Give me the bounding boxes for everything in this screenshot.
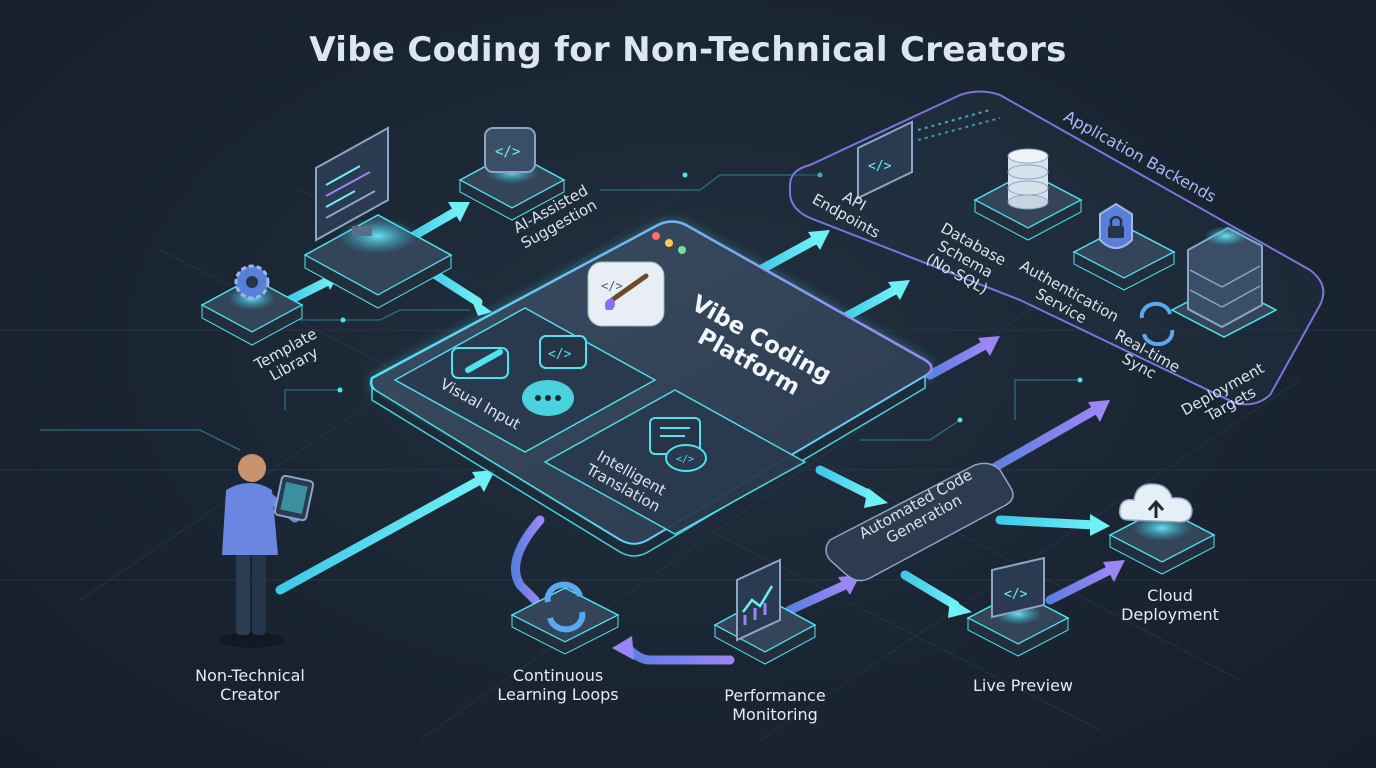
pencil-icon — [451, 347, 509, 379]
live-preview-label: Live Preview — [972, 676, 1074, 695]
brush-icon: </> — [601, 273, 649, 310]
page-title: Vibe Coding for Non-Technical Creators — [309, 30, 1067, 70]
flow-arrowheads-cyan — [322, 202, 1110, 618]
svg-text:</>: </> — [601, 279, 623, 293]
continuous-learning-label: Continuous Learning Loops — [497, 666, 619, 704]
vibe-coding-platform-slab — [369, 220, 933, 557]
server-icon — [1170, 226, 1278, 338]
code-icon: </> — [991, 556, 1045, 619]
learning-block — [510, 587, 620, 655]
gear-icon — [234, 264, 270, 300]
chart-icon — [736, 558, 781, 642]
lock-icon — [1099, 202, 1133, 249]
code-icon: </> — [484, 127, 536, 173]
cloud-upload-icon — [1118, 483, 1193, 523]
code-icon: </> — [857, 109, 1001, 200]
database-icon — [1007, 148, 1049, 210]
monitor-icon — [315, 126, 389, 242]
cloud-deployment-label: Cloud Deployment — [1121, 586, 1219, 624]
svg-text:</>: </> — [676, 454, 694, 465]
svg-text:</>: </> — [1004, 587, 1028, 602]
svg-text:</>: </> — [495, 144, 520, 160]
code-icon: </> — [539, 335, 587, 369]
cloud-deployment-block — [1108, 507, 1216, 575]
translation-icon: </> — [649, 417, 707, 472]
application-backends-container — [789, 90, 1325, 406]
refresh-icon — [544, 581, 586, 633]
trace-nodes — [337, 172, 1083, 423]
svg-text:</>: </> — [868, 159, 892, 174]
flow-arrows-cyan — [275, 207, 1100, 610]
person-icon — [220, 453, 315, 648]
performance-monitoring-label: Performance Monitoring — [724, 686, 826, 724]
refresh-icon — [1139, 301, 1175, 347]
svg-text:</>: </> — [548, 347, 572, 362]
chat-icon — [522, 380, 574, 416]
automated-code-generation-box — [825, 462, 1014, 582]
non-technical-creator-label: Non-Technical Creator — [195, 666, 305, 704]
circuit-traces — [40, 174, 1080, 451]
